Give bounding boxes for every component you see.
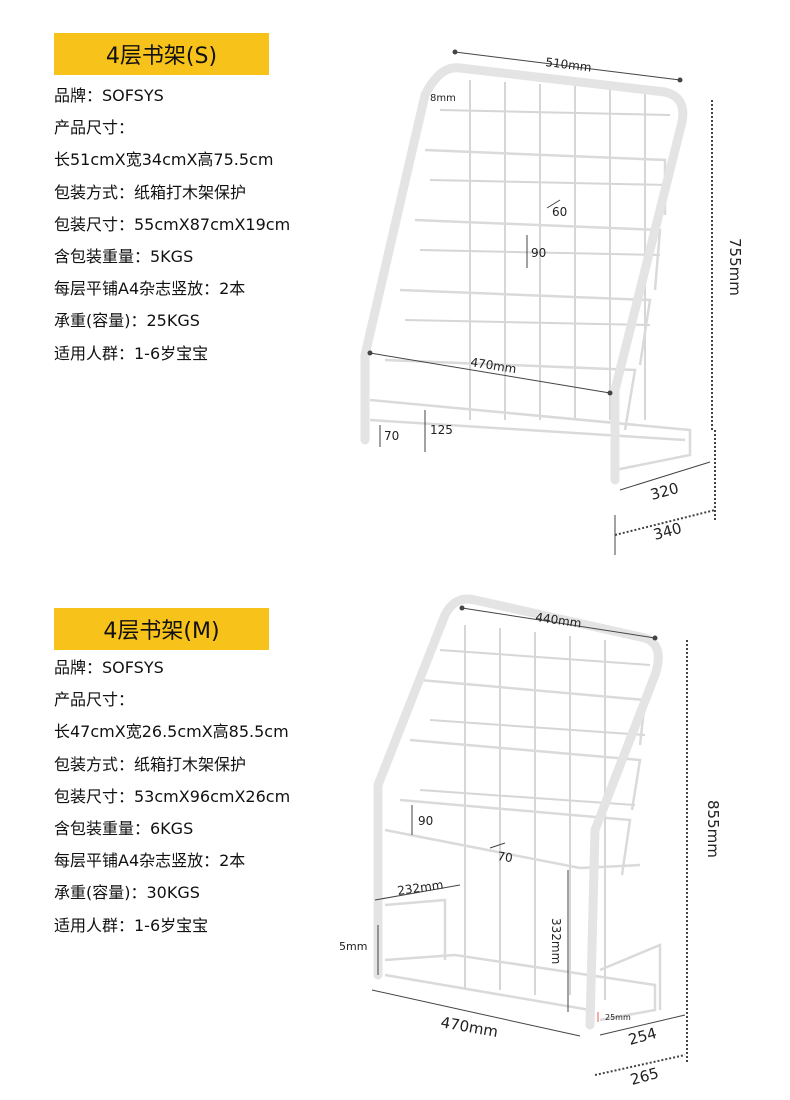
spec-list: 品牌：SOFSYS 产品尺寸： 长47cmX宽26.5cmX高85.5cm 包装… (54, 658, 290, 948)
spec-size-label: 产品尺寸： (54, 118, 135, 138)
dim-bottom-shelf: 125 (430, 423, 453, 437)
spec-size: 长51cmX宽34cmX高75.5cm (54, 150, 274, 170)
dim-depth-inner: 320 (648, 479, 680, 504)
spec-size: 长47cmX宽26.5cmX高85.5cm (54, 722, 289, 742)
spec-capacity-a4: 每层平铺A4杂志竖放：2本 (54, 851, 246, 871)
dim-shelf-height: 90 (531, 246, 546, 260)
spec-age: 适用人群：1-6岁宝宝 (54, 343, 209, 363)
dim-foot: 25mm (605, 1013, 631, 1022)
spec-weight: 含包装重量：5KGS (54, 246, 194, 266)
spec-brand: 品牌：SOFSYS (54, 86, 164, 105)
dim-shelf-height: 90 (418, 814, 433, 828)
dim-depth-outer: 340 (651, 519, 683, 544)
product-title-badge: 4层书架(S) (54, 33, 269, 75)
spec-size-label: 产品尺寸： (54, 690, 135, 710)
spec-load: 承重(容量)：25KGS (54, 311, 200, 331)
dim-leg: 70 (384, 429, 399, 443)
dim-width-top: 440mm (535, 610, 583, 630)
dim-wire: 8mm (430, 93, 456, 104)
dim-inner-height: 332mm (549, 918, 563, 964)
product-title-badge: 4层书架(M) (54, 608, 269, 650)
spec-package-size: 包装尺寸：53cmX96cmX26cm (54, 786, 291, 806)
bookshelf-medium-drawing: 440mm 90 70 855mm 232mm 115mm 332mm 470m… (340, 594, 722, 1089)
frame (360, 63, 688, 485)
dim-slot-depth: 70 (497, 849, 514, 865)
spec-weight: 含包装重量：6KGS (54, 818, 194, 838)
spec-capacity-a4: 每层平铺A4杂志竖放：2本 (54, 279, 246, 299)
dim-depth-outer: 265 (628, 1064, 660, 1089)
dim-height: 755mm (726, 238, 744, 296)
spec-age: 适用人群：1-6岁宝宝 (54, 915, 209, 935)
spec-package-size: 包装尺寸：55cmX87cmX19cm (54, 214, 291, 234)
bookshelf-small-drawing: 510mm 8mm 60 90 755mm 470mm 70 125 320 3… (360, 49, 744, 555)
spec-load: 承重(容量)：30KGS (54, 883, 200, 903)
back-grid (419, 625, 651, 1000)
shelves (384, 678, 662, 1022)
dim-basket-width: 232mm (396, 878, 444, 898)
product-title: 4层书架(M) (103, 619, 220, 644)
spec-brand: 品牌：SOFSYS (54, 658, 164, 677)
dim-basket-height: 115mm (340, 940, 367, 953)
product-title: 4层书架(S) (105, 44, 218, 69)
dimension-lines (371, 605, 688, 1076)
frame (373, 594, 663, 1030)
dim-width-top: 510mm (545, 55, 593, 75)
dim-base-width: 470mm (470, 355, 518, 376)
dim-base-width: 470mm (439, 1013, 499, 1041)
spec-packing-method: 包装方式：纸箱打木架保护 (54, 182, 247, 202)
dim-height: 855mm (704, 800, 722, 858)
spec-list: 品牌：SOFSYS 产品尺寸： 长51cmX宽34cmX高75.5cm 包装方式… (54, 86, 290, 376)
dimension-lines (367, 49, 716, 555)
shelves (369, 148, 692, 472)
product-section-small: 4层书架(S) 品牌：SOFSYS 产品尺寸： 长51cmX宽34cmX高75.… (54, 33, 744, 555)
dim-slot-depth: 60 (552, 205, 567, 219)
spec-packing-method: 包装方式：纸箱打木架保护 (54, 754, 247, 774)
product-section-medium: 4层书架(M) 品牌：SOFSYS 产品尺寸： 长47cmX宽26.5cmX高8… (0, 590, 790, 1100)
